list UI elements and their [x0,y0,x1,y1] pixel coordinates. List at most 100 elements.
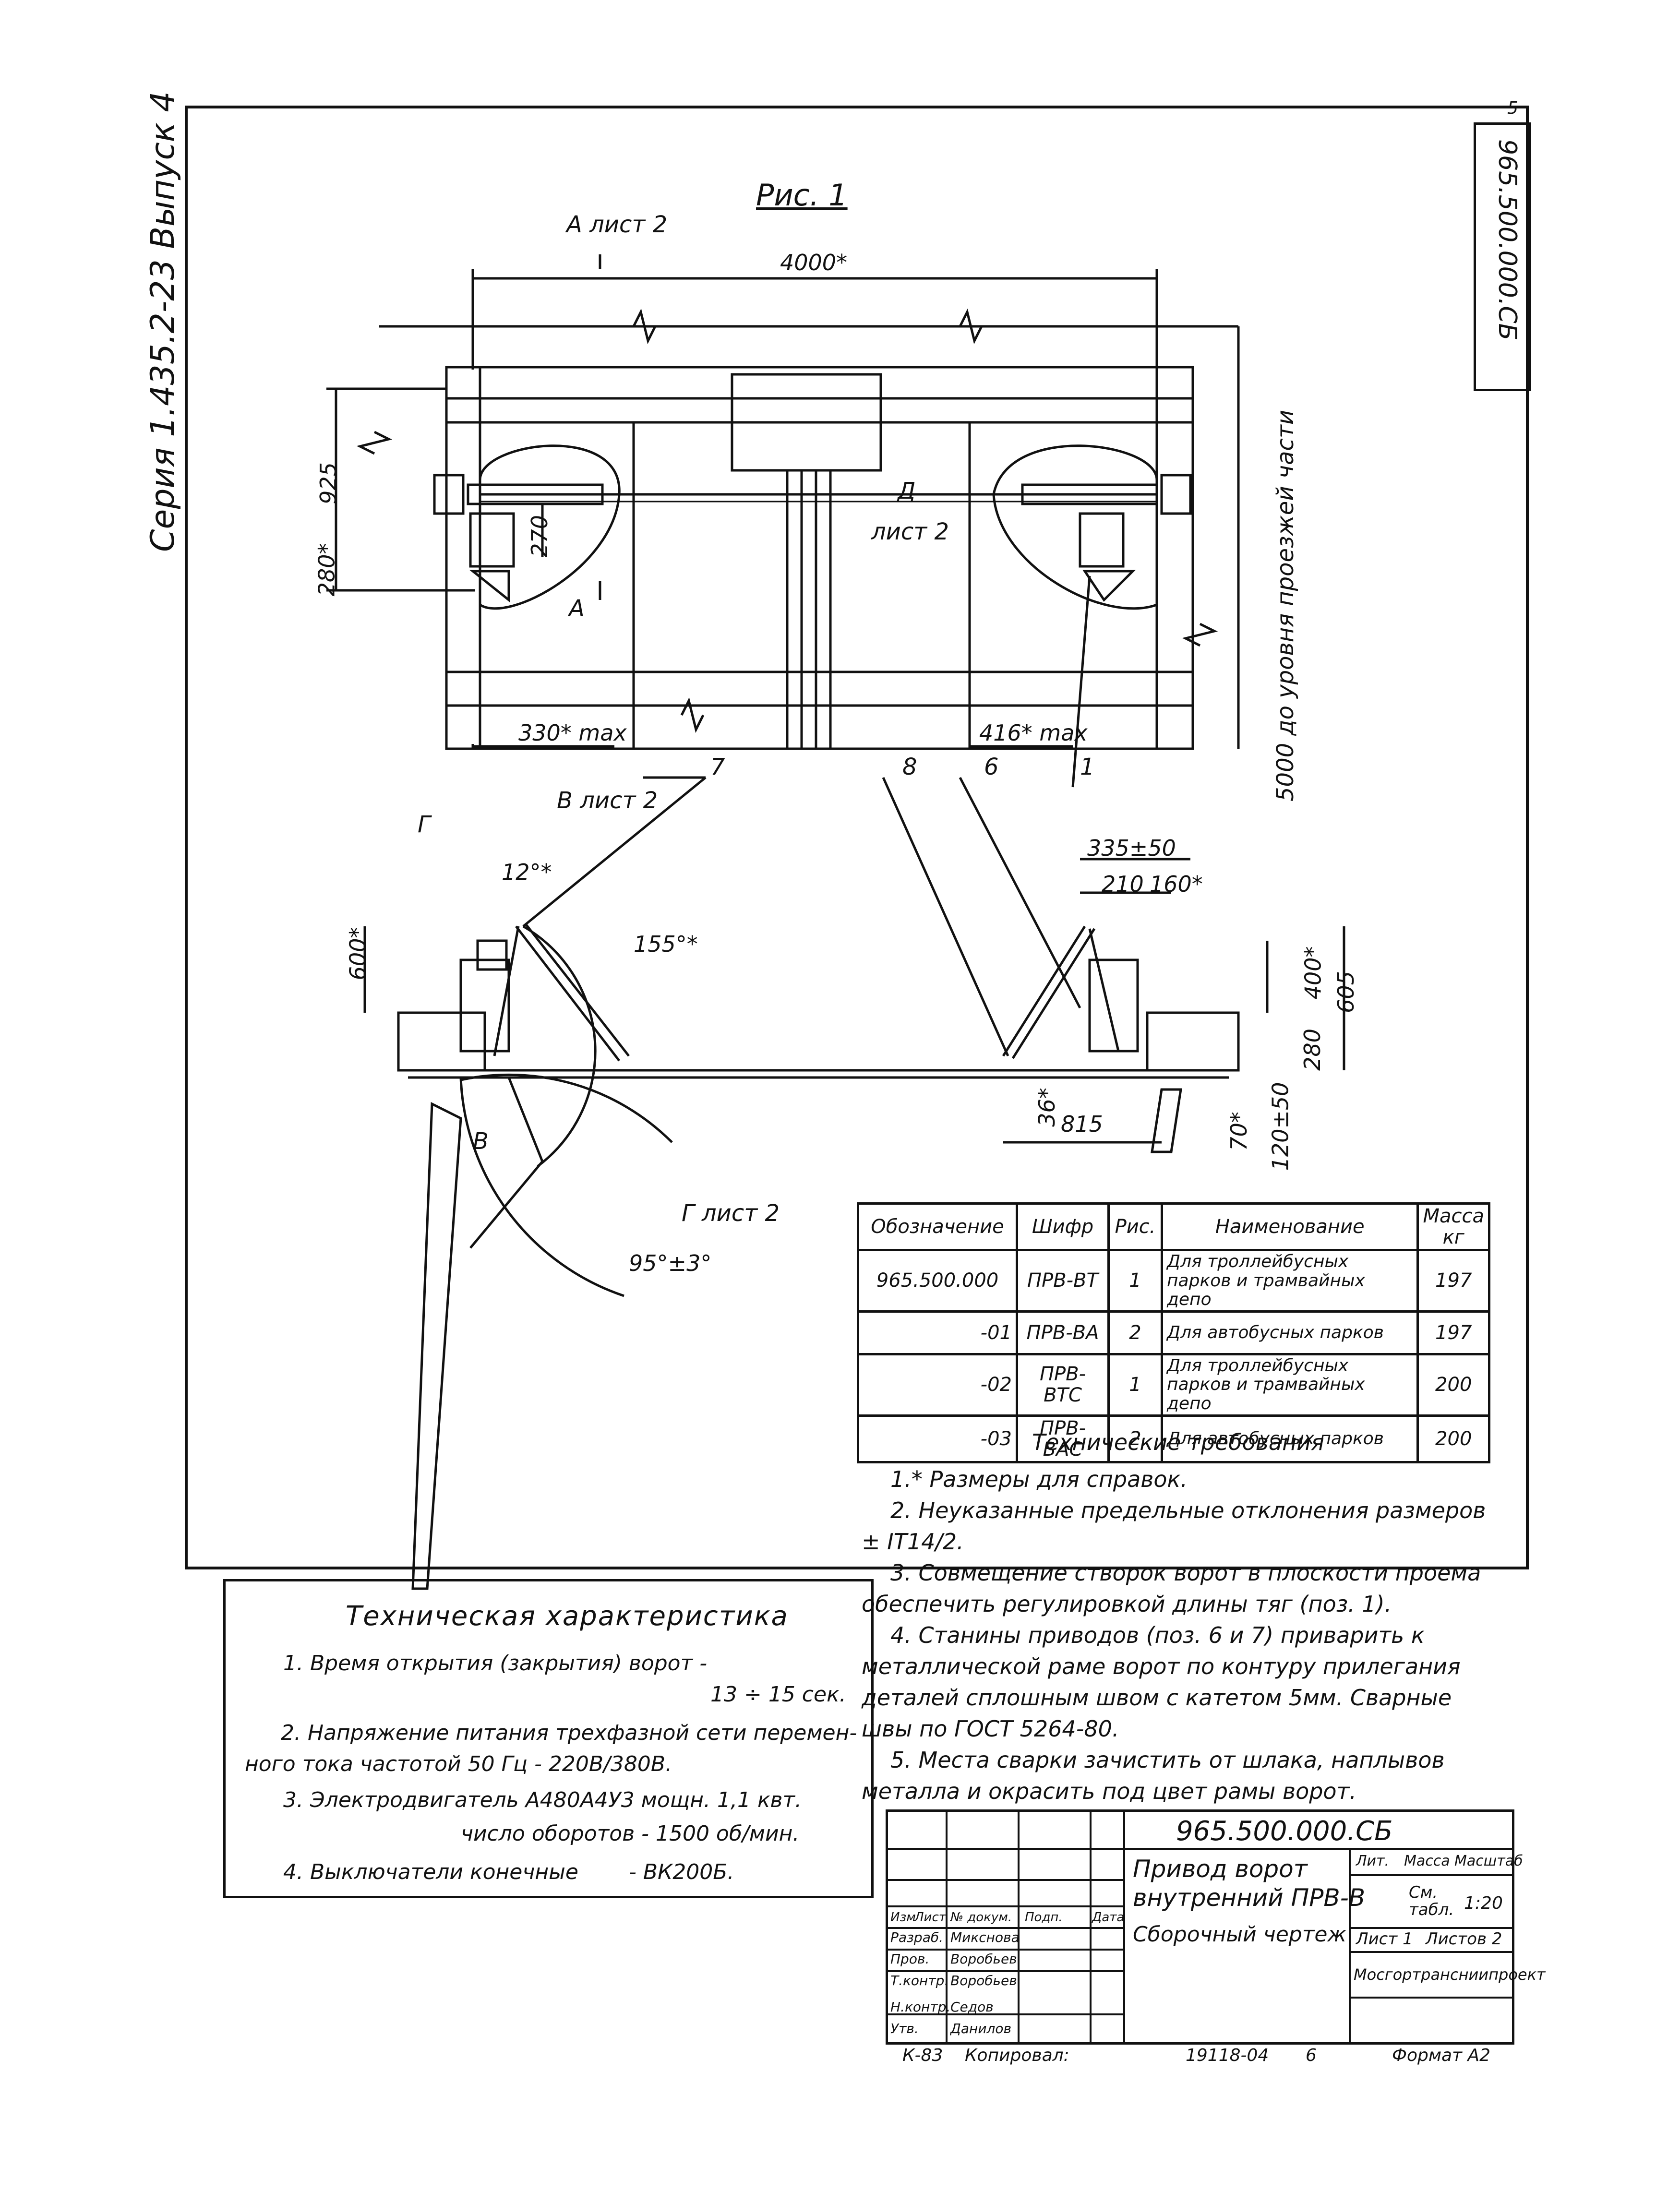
footer-page: 6 [1306,2046,1317,2065]
sheet-code: 965.500.000.СБ [1493,139,1522,341]
char-line: ного тока частотой 50 Гц - 220В/380В. [245,1752,672,1776]
angle-155: 155°* [634,931,698,957]
spec-cell: -01 [857,1310,1018,1355]
spec-header-fig: Рис. [1107,1202,1163,1251]
tech-requirements: 1.* Размеры для справок. 2. Неуказанные … [862,1464,1490,1807]
dim-416: 416* max [979,720,1088,746]
dim-605: 605 [1332,971,1359,1013]
callout-8: 8 [902,754,917,780]
footer-format: Формат А2 [1392,2046,1491,2065]
section-a-bottom-label: А [569,595,585,622]
char-line: 4. Выключатели конечные [283,1860,578,1884]
view-g-bottom-label: Г лист 2 [682,1200,780,1227]
lit-header: Лит. [1356,1853,1390,1869]
series-label: Серия 1.435.2-23 Выпуск 4 [144,91,182,552]
spec-cell: 1 [1107,1353,1163,1417]
requirement-item: 3. Совмещение створок ворот в плоскости … [862,1560,1481,1617]
callout-1: 1 [1080,754,1095,780]
spec-cell: 965.500.000 [857,1249,1018,1313]
dim-925: 925 [315,462,341,504]
mass-header: Масса [1404,1853,1450,1869]
role-label: Н.контр. [890,1999,951,2015]
requirement-item: 2. Неуказанные предельные отклонения раз… [862,1497,1486,1555]
view-d-sheet-label: лист 2 [871,518,949,545]
dim-600: 600* [345,927,371,981]
view-v-top-label: В лист 2 [557,787,658,814]
mass-value: См. табл. [1409,1883,1454,1919]
dim-280-section: 280 [1299,1029,1325,1071]
footer-number: 19118-04 [1186,2046,1269,2065]
dim-width: 4000* [780,250,848,275]
table-row: -02 ПРВ-ВТС 1 Для троллейбусных парков и… [857,1353,1490,1417]
dim-36: 36* [1033,1088,1060,1127]
dim-335: 335±50 [1087,835,1176,861]
person-name: Микснова [950,1929,1020,1945]
spec-cell: 197 [1416,1249,1490,1313]
callout-6: 6 [984,754,999,780]
title-name-1: Привод ворот [1133,1855,1308,1883]
spec-cell: 197 [1416,1310,1490,1355]
char-line: 2. Напряжение питания трехфазной сети пе… [281,1721,857,1745]
spec-cell: Для троллейбусных парков и трамвайных де… [1160,1249,1419,1313]
spec-cell: 200 [1416,1353,1490,1417]
table-row: -01 ПРВ-ВА 2 Для автобусных парков 197 [857,1310,1490,1355]
callout-7: 7 [710,754,725,780]
view-g-top-label: Г [418,811,431,838]
col-header: Изм [890,1910,916,1925]
drawing-frame [185,106,1529,1569]
person-name: Воробьев [950,1973,1017,1988]
col-header: Лист [914,1910,946,1925]
view-d-label: Д [898,478,916,504]
dim-210: 210 [1102,871,1144,897]
table-row: -03 ПРВ-ВАС 2 Для автобусных парков 200 [857,1414,1490,1463]
title-name-2: внутренний ПРВ-В [1133,1884,1366,1912]
role-label: Т.контр. [890,1973,949,1988]
height-note: 5000 до уровня проезжей части [1272,409,1299,802]
spec-cell: ПРВ-ВТ [1016,1249,1110,1313]
char-line: 13 ÷ 15 сек. [710,1682,846,1707]
view-v-bottom-label: В [473,1128,489,1155]
tech-requirements-title: Технические требования [1032,1429,1324,1455]
spec-cell: -02 [857,1353,1018,1417]
spec-header-code: Шифр [1016,1202,1110,1251]
title-block: 965.500.000.СБ Привод ворот внутренний П… [886,1809,1546,2045]
spec-cell: ПРВ-ВАС [1016,1414,1110,1463]
spec-cell: 2 [1107,1310,1163,1355]
dim-400: 400* [1300,946,1326,1000]
angle-12: 12°* [502,859,552,885]
char-line: число оборотов - 1500 об/мин. [461,1821,800,1846]
angle-95: 95°±3° [629,1250,712,1276]
role-label: Разраб. [890,1929,944,1945]
footer-left: К-83 [902,2046,943,2065]
requirement-item: 1.* Размеры для справок. [890,1466,1188,1492]
spec-cell: 1 [1107,1249,1163,1313]
person-name: Воробьев [950,1951,1017,1967]
dim-330: 330* max [518,720,627,746]
title-name-3: Сборочный чертеж [1133,1922,1347,1947]
organization: Мосгортрансниипроект [1354,1965,1546,1984]
page-mark: 5 [1507,98,1518,118]
spec-cell: Для автобусных парков [1160,1414,1419,1463]
footer-copied: Копировал: [965,2046,1069,2065]
characteristics-title: Техническая характеристика [346,1601,789,1632]
role-label: Утв. [890,2021,919,2036]
spec-cell: ПРВ-ВТС [1016,1353,1110,1417]
col-header: Подп. [1025,1910,1063,1925]
scale-header: Масштаб [1454,1853,1523,1869]
dim-70: 70* [1225,1112,1252,1151]
dim-815: 815 [1061,1111,1103,1137]
spec-header-designation: Обозначение [857,1202,1018,1251]
person-name: Данилов [950,2021,1012,2036]
characteristics-box: Техническая характеристика 1. Время откр… [223,1579,874,1898]
spec-cell: -03 [857,1414,1018,1463]
spec-cell: 200 [1416,1414,1490,1463]
dim-270: 270 [526,515,552,557]
char-line: 1. Время открытия (закрытия) ворот - [283,1651,708,1676]
dim-160: 160* [1150,871,1203,897]
char-line: - ВК200Б. [629,1860,734,1884]
spec-cell: ПРВ-ВА [1016,1310,1110,1355]
figure-title: Рис. 1 [756,178,848,213]
sheet-code-box: 965.500.000.СБ [1474,122,1531,391]
person-name: Седов [950,1999,994,2015]
